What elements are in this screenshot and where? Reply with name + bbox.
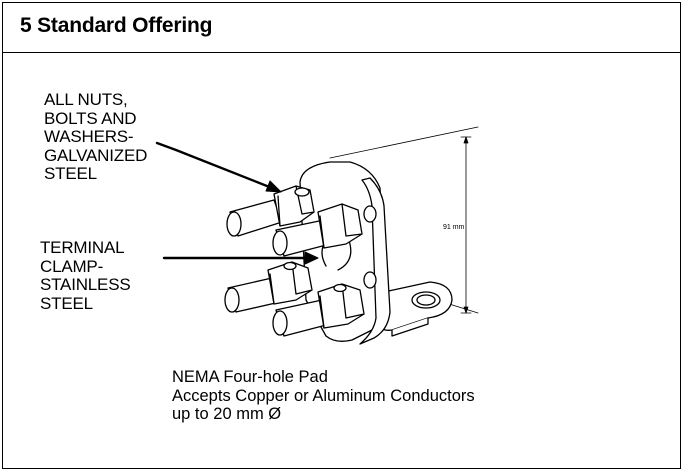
dimension-line [460,136,472,314]
callout-line: GALVANIZED [44,145,148,165]
leader-clamp [162,251,319,265]
figure-caption: NEMA Four-hole Pad Accepts Copper or Alu… [172,368,475,424]
callout-line: STEEL [44,164,97,183]
figure-frame: 5 Standard Offering [2,2,681,469]
mounting-tongue [377,281,453,337]
section-header: 5 Standard Offering [3,3,680,53]
leader-nuts [155,141,282,193]
caption-line: NEMA Four-hole Pad [172,368,328,386]
callout-line: STEEL [40,293,93,313]
bolt-lower-right [272,271,377,337]
callout-line: ALL NUTS, [44,90,128,109]
bolt-lower-left [224,261,313,313]
callout-line: WASHERS- [44,127,134,146]
callout-line: TERMINAL [40,238,125,257]
callout-line: BOLTS AND [44,108,137,128]
dimension-label: 91 mm [443,224,465,231]
callout-line: STAINLESS [40,275,131,294]
callout-nuts-bolts: ALL NUTS, BOLTS AND WASHERS- GALVANIZED … [44,90,148,184]
bolt-upper-left [226,185,315,237]
callout-line: CLAMP- [40,256,104,276]
caption-line: Accepts Copper or Aluminum Conductors [172,386,475,405]
section-title: 5 Standard Offering [20,14,213,37]
bolt-upper-right [272,203,377,257]
caption-line: up to 20 mm Ø [172,405,282,423]
callout-terminal-clamp: TERMINAL CLAMP- STAINLESS STEEL [40,238,131,313]
